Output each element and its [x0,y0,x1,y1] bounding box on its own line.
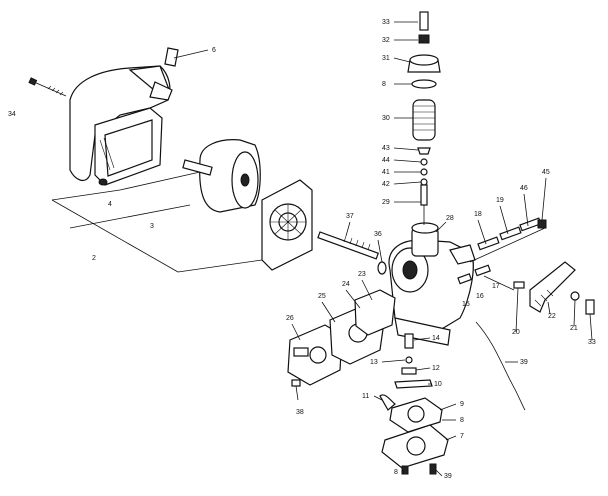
callout-45: 46 [520,185,528,192]
callout-33: 33 [588,339,596,346]
gasket-plate [261,179,313,271]
filter-element [182,139,261,213]
callout-2: 2 [92,255,96,262]
callout-14: 14 [432,335,440,342]
callout-15: 15 [462,301,470,308]
callout-43: 44 [382,157,390,164]
callout-8: 8 [460,417,464,424]
lower-stack [379,333,449,475]
callout-42: 43 [382,145,390,152]
callout-27: 28 [446,215,454,222]
carburetor-body [388,222,476,346]
callout-3: 3 [150,223,154,230]
callout-19: 19 [496,197,504,204]
fuel-line [475,321,526,411]
callout-46: 8 [382,81,386,88]
callout-39: 39 [520,359,528,366]
callout-8b: 8 [394,469,398,476]
callout-28: 29 [382,199,390,206]
callout-24: 24 [342,281,350,288]
callout-22: 22 [548,313,556,320]
callout-7: 7 [460,433,464,440]
callout-9: 9 [460,401,464,408]
callout-40: 41 [382,169,390,176]
callout-26: 26 [286,315,294,322]
right-parts [457,217,547,289]
clip-5 [164,47,179,67]
callout-10: 10 [434,381,442,388]
throttle-lever [529,261,595,315]
pump-cover [287,324,343,386]
assembly-lines [51,171,263,273]
callout-37: 38 [296,409,304,416]
screw-37 [291,379,301,401]
callout-41: 42 [382,181,390,188]
callout-32: 33 [382,19,390,26]
callout-34: 34 [8,111,16,118]
callout-38: 39 [444,473,452,480]
callout-6: 6 [212,47,216,54]
callout-25: 25 [318,293,326,300]
callout-21: 21 [570,325,578,332]
callout-16: 16 [476,293,484,300]
callout-11: 11 [362,393,369,400]
callout-17: 17 [492,283,500,290]
callout-30: 31 [382,55,390,62]
callout-36: 37 [346,213,354,220]
callout-35: 36 [374,231,382,238]
callout-31: 32 [382,37,390,44]
callout-12: 12 [432,365,440,372]
callout-23: 23 [358,271,366,278]
callout-20: 20 [512,329,520,336]
callout-29: 30 [382,115,390,122]
upper-stack [407,11,441,225]
callout-18: 18 [474,211,482,218]
screw-34 [28,77,67,97]
callout-13: 13 [370,359,378,366]
screw-36 [317,231,387,275]
callout-44: 45 [542,169,550,176]
diaphragm-24 [354,289,396,336]
callout-leaders [173,21,593,477]
callout-4: 4 [108,201,112,208]
air-filter-cover [69,65,173,186]
callout-labels: 33 32 31 8 30 43 44 41 42 29 6 34 4 3 2 … [8,19,596,480]
